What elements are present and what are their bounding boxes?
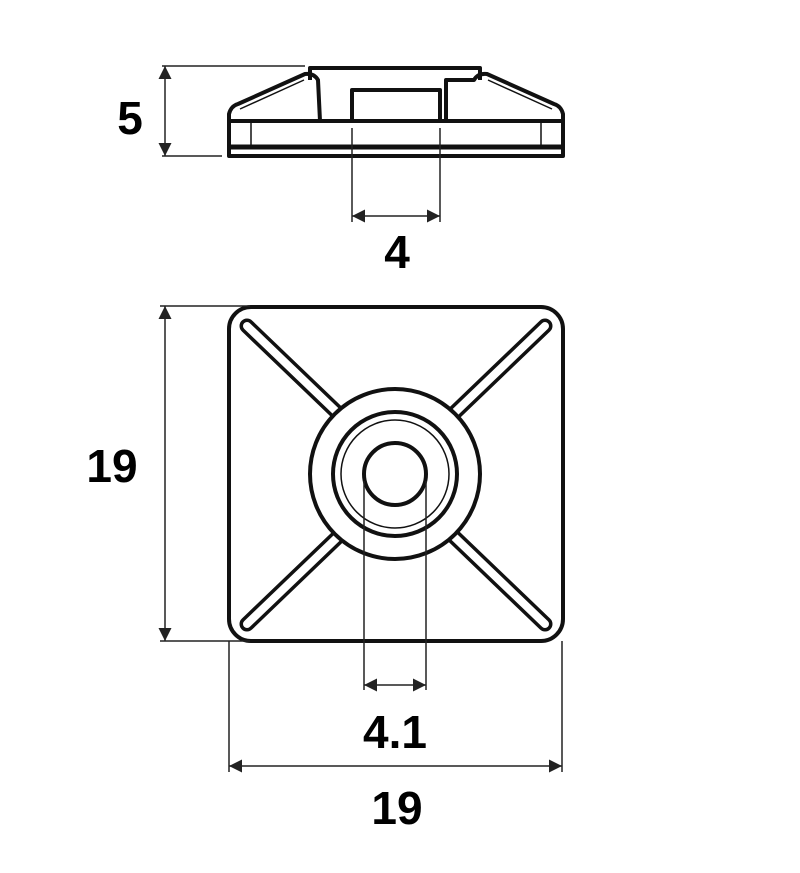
- dimension-side-vertical: [158, 305, 250, 642]
- right-slope: [444, 71, 565, 121]
- dimension-height: [158, 65, 305, 157]
- left-slope: [227, 71, 322, 122]
- dimension-label-hole-diameter: 4.1: [363, 706, 427, 758]
- diagonal-ribs: [239, 318, 553, 632]
- dimension-label-side-horizontal: 19: [371, 782, 422, 834]
- dimension-hole-diameter: [363, 481, 427, 692]
- dimension-label-side-vertical: 19: [86, 440, 137, 492]
- dimension-label-height: 5: [117, 92, 143, 144]
- top-view: [227, 305, 565, 643]
- dimension-side-horizontal: [228, 641, 563, 773]
- base-plate: [227, 119, 565, 158]
- side-view: [227, 66, 565, 158]
- dimension-slot-width: [351, 128, 441, 223]
- dimension-label-slot-width: 4: [384, 226, 410, 278]
- center-boss: [350, 88, 442, 123]
- center-hole: [362, 441, 428, 507]
